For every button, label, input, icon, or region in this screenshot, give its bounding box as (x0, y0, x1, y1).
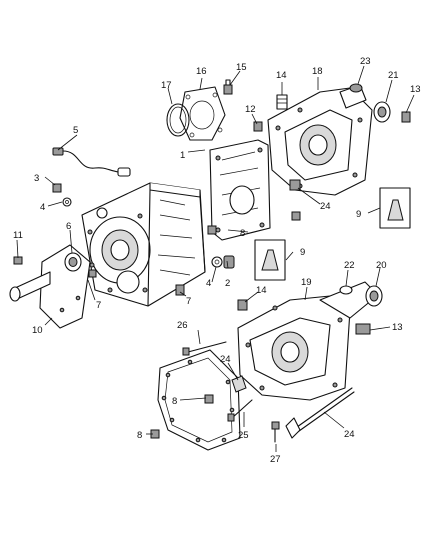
shift-rod-24 (285, 387, 355, 439)
callout-6: 6 (66, 221, 71, 232)
sealant-tube-upper (379, 187, 411, 229)
callout-4a: 4 (40, 202, 45, 213)
fitting-13b (355, 323, 371, 335)
bolt-27 (271, 421, 280, 443)
plug-23 (349, 83, 363, 93)
callout-24a: 24 (320, 201, 331, 212)
callout-25: 25 (238, 430, 249, 441)
seal-22 (339, 285, 353, 295)
callout-26: 26 (177, 320, 188, 331)
washer-4 (211, 256, 223, 268)
callout-14a: 14 (276, 70, 287, 81)
fitting-15 (223, 79, 233, 95)
transmission-case (81, 182, 206, 307)
callout-13a: 13 (410, 84, 421, 95)
bolt-24-small (231, 375, 247, 393)
callout-15: 15 (236, 62, 247, 73)
callout-8b: 8 (172, 396, 177, 407)
callout-9b: 9 (356, 209, 361, 220)
callout-24b: 24 (220, 354, 231, 365)
transfer-case-upper (267, 84, 373, 196)
callout-17: 17 (161, 80, 172, 91)
callout-7a: 7 (96, 300, 101, 311)
callout-14b: 14 (256, 285, 267, 296)
fitting-12 (253, 121, 263, 132)
callout-19: 19 (301, 277, 312, 288)
adapter-plate (207, 139, 301, 241)
callout-18: 18 (312, 66, 323, 77)
bolt-7 (175, 284, 185, 296)
callout-1: 1 (180, 150, 185, 161)
callout-8a: 8 (240, 228, 245, 239)
callout-23: 23 (360, 56, 371, 67)
callout-11: 11 (13, 230, 23, 241)
callout-labels: 1 2 3 4 4 5 6 7 7 8 8 8 9 9 10 11 12 13 … (13, 56, 421, 465)
callout-8c: 8 (137, 430, 142, 441)
callout-24c: 24 (344, 429, 355, 440)
bolt-7b (88, 269, 97, 278)
drain-plug (52, 183, 72, 207)
callout-2: 2 (225, 278, 230, 289)
callout-5: 5 (73, 125, 78, 136)
callout-4b: 4 (206, 278, 211, 289)
breather-14 (276, 94, 288, 110)
callout-27: 27 (270, 454, 281, 465)
seal-20 (365, 285, 383, 307)
callout-12: 12 (245, 104, 256, 115)
cover-plate (150, 349, 241, 451)
leader-lines (16, 65, 415, 452)
callout-21: 21 (388, 70, 399, 81)
callout-9a: 9 (300, 247, 305, 258)
vent-13 (401, 111, 411, 123)
sealant-tube-lower (254, 239, 286, 281)
plug-2 (223, 255, 235, 269)
callout-7b: 7 (186, 296, 191, 307)
callout-20: 20 (376, 260, 387, 271)
transfer-case-lower (237, 281, 379, 401)
gasket-and-ring (166, 86, 226, 141)
bolt-25 (227, 399, 253, 422)
callout-10: 10 (32, 325, 43, 336)
callout-22: 22 (344, 260, 355, 271)
callout-3: 3 (34, 173, 39, 184)
fitting-14b (237, 299, 248, 311)
seal-21 (373, 101, 391, 123)
sensor-harness (52, 147, 131, 177)
callout-16: 16 (196, 66, 207, 77)
bolt-26 (182, 341, 227, 356)
callout-13b: 13 (392, 322, 403, 333)
extension-housing (9, 244, 91, 329)
